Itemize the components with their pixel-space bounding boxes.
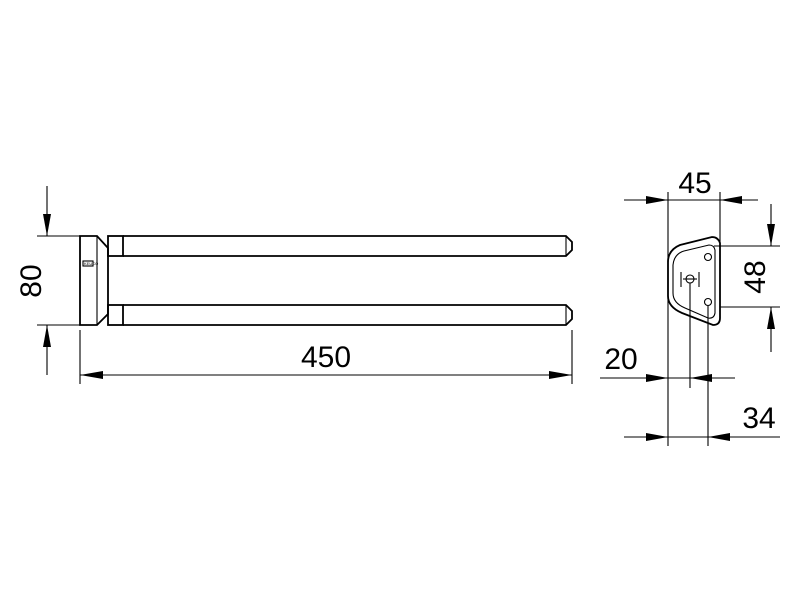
pivot-block-bottom xyxy=(107,304,124,326)
side-width-dim-label: 45 xyxy=(678,167,711,200)
height-dimension: 80 xyxy=(15,186,86,375)
offset-dimension-a: 20 xyxy=(600,283,735,388)
mount-hole-bottom xyxy=(703,297,713,307)
side-width-dimension: 45 xyxy=(624,167,758,262)
height-dim-label: 80 xyxy=(15,264,48,297)
side-view: 45 48 20 34 xyxy=(600,167,780,446)
offset-dimension-b: 34 xyxy=(624,296,780,446)
mount-hole-top xyxy=(703,252,713,262)
towel-arm-bottom xyxy=(123,304,573,326)
logo-text: KEUCO xyxy=(84,261,98,266)
offset-dim-a-label: 20 xyxy=(604,343,637,376)
side-bracket-outer xyxy=(667,236,721,326)
side-bracket-inner xyxy=(672,244,716,319)
width-dim-label: 450 xyxy=(301,341,351,374)
side-height-dim-label: 48 xyxy=(739,260,772,293)
front-view: KEUCO 80 450 xyxy=(15,186,573,384)
towel-arm-top xyxy=(123,235,573,257)
offset-dim-b-label: 34 xyxy=(742,402,775,435)
pivot-block-top xyxy=(107,235,124,257)
width-dimension: 450 xyxy=(79,330,573,384)
wall-bracket xyxy=(79,235,109,326)
side-height-dimension: 48 xyxy=(714,204,780,352)
